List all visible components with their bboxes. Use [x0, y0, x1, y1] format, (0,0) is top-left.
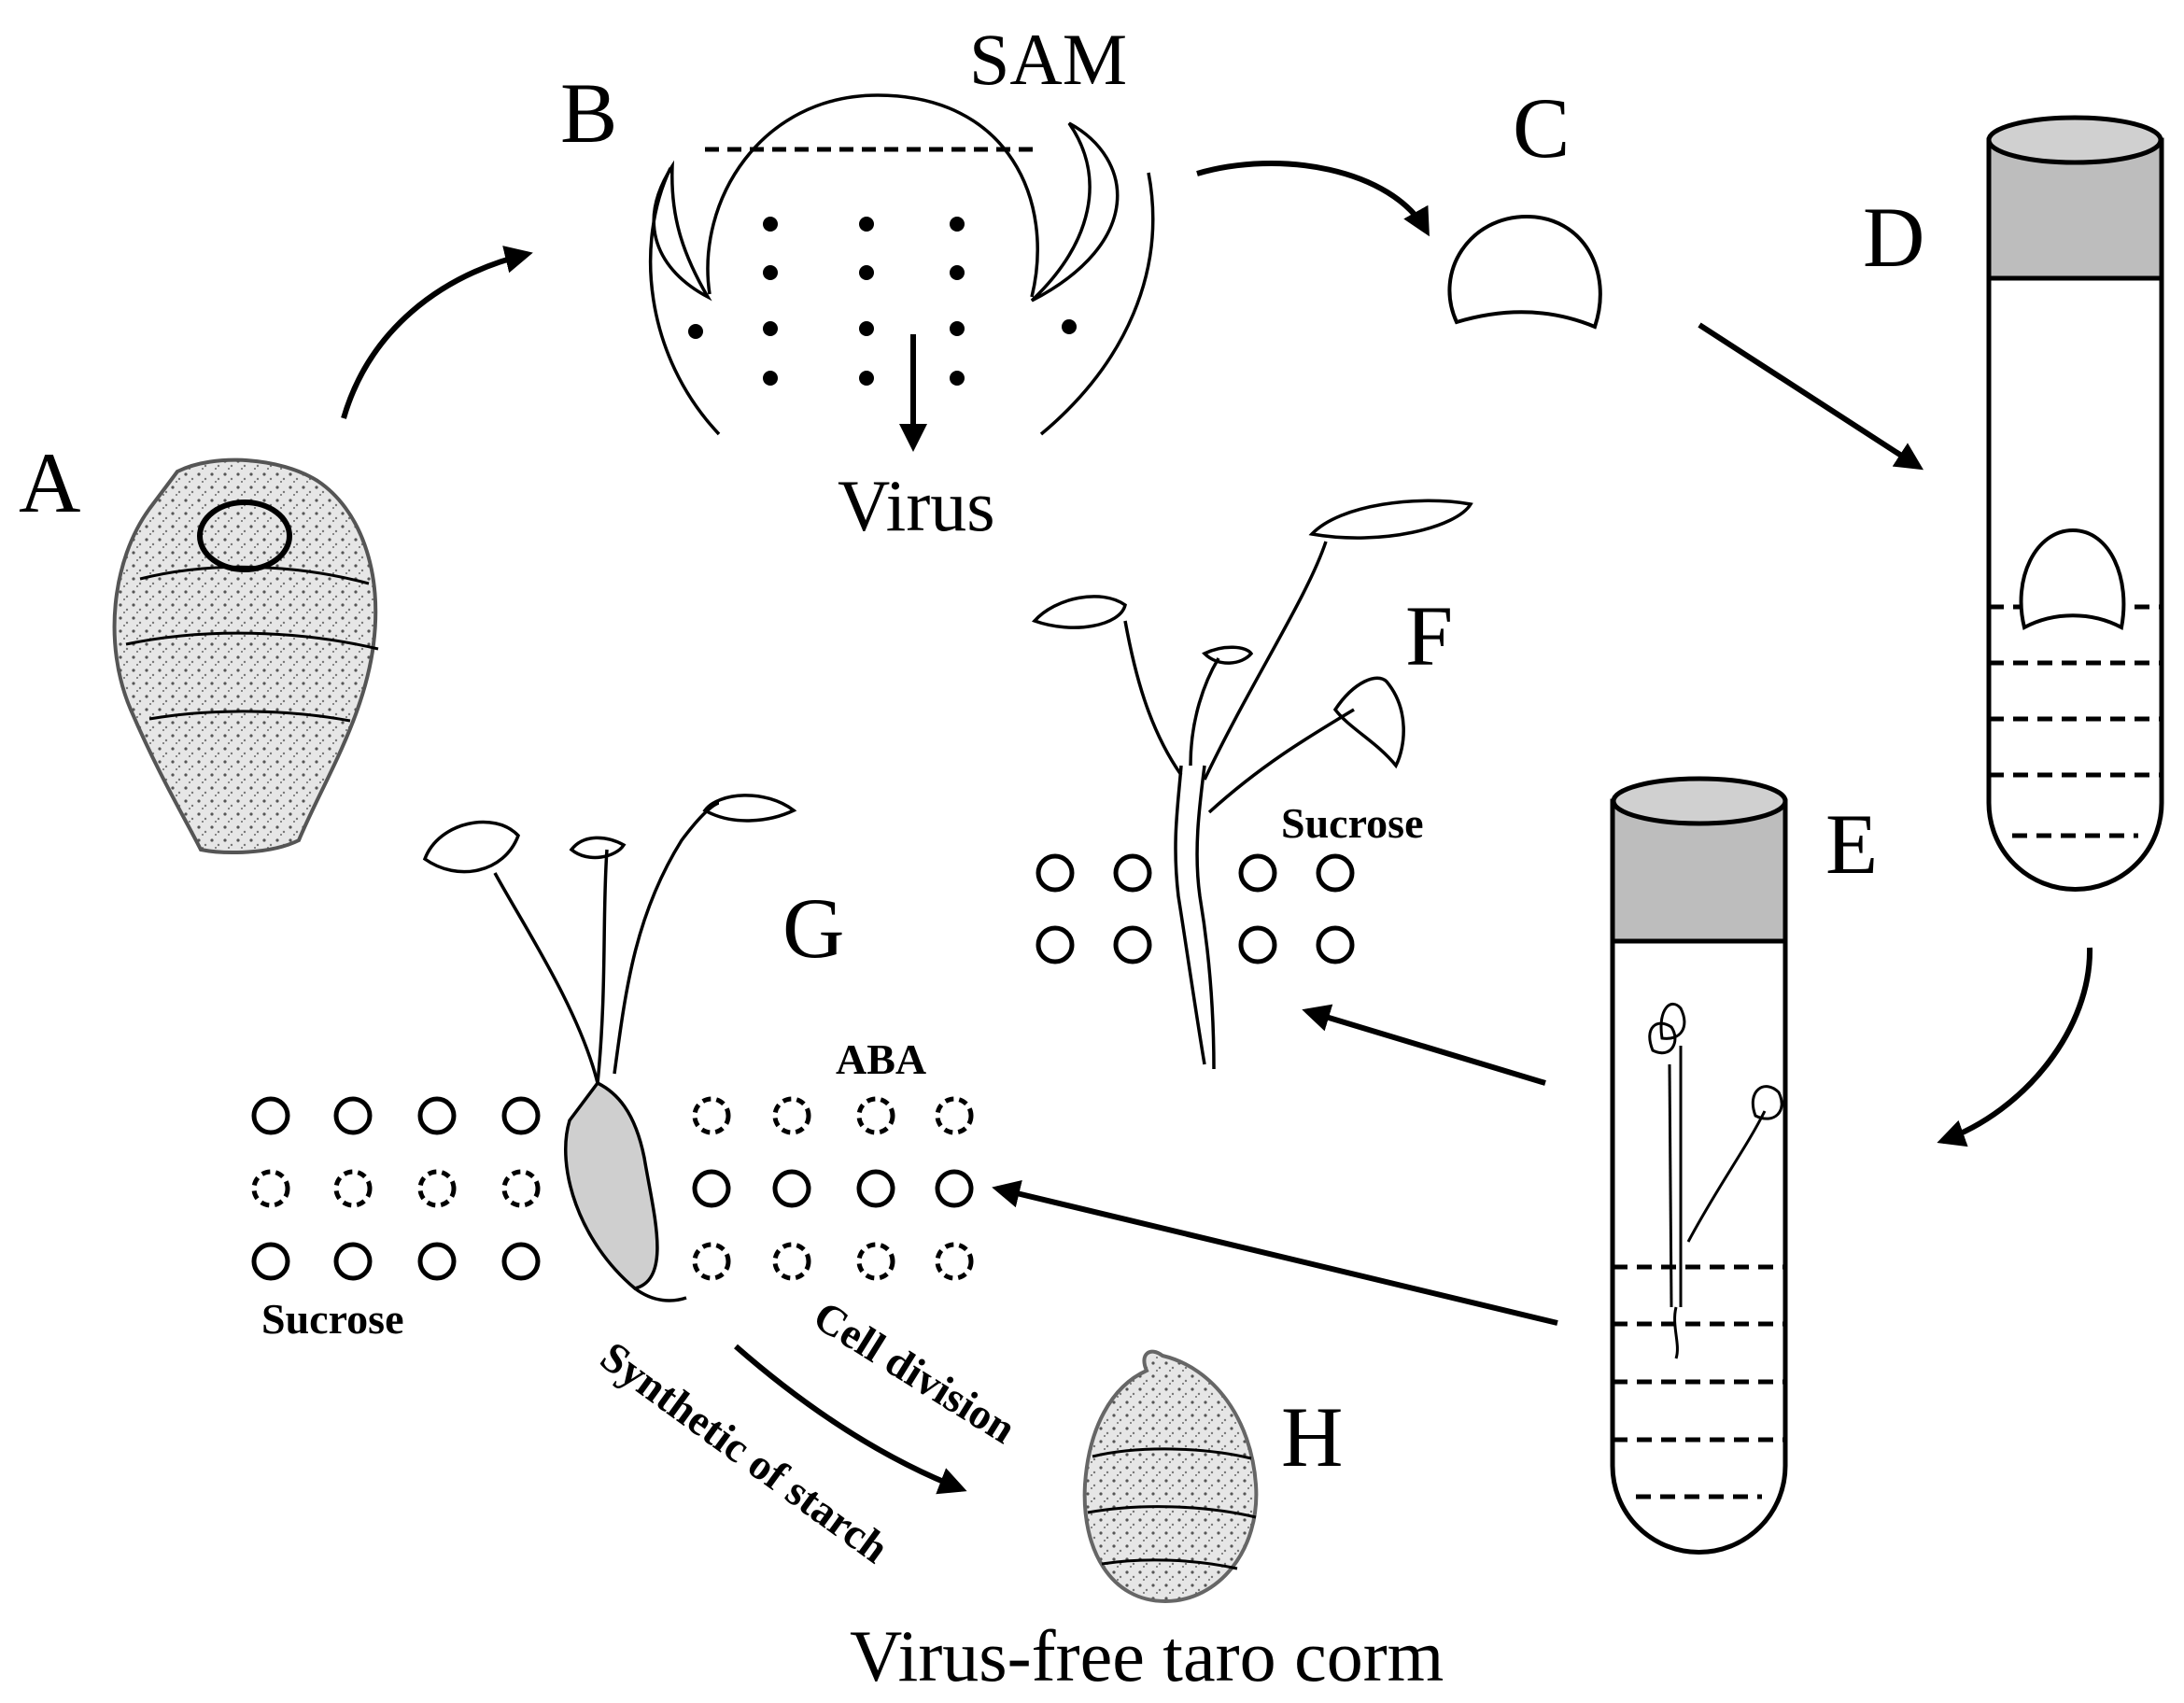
arrow-e-to-g: [992, 1180, 1558, 1326]
plantlet-f-drawing: [1031, 499, 1473, 1070]
leaf-f-2: [1202, 645, 1254, 665]
tube-d-medium-lines: [1989, 604, 2162, 838]
arrow-a-to-b: [341, 246, 533, 419]
panel-f-plantlet: F Sucrose: [1031, 499, 1473, 1070]
panel-e-plantlet-tube: E: [1610, 776, 1878, 1555]
corm-a-shape: [112, 457, 378, 854]
sucrose-label-g: Sucrose: [261, 1295, 404, 1343]
tube-d-explant: [2019, 528, 2126, 631]
virus-particles: [688, 217, 1077, 386]
panel-label-h: H: [1281, 1389, 1343, 1485]
aba-label: ABA: [836, 1035, 926, 1083]
arrow-g-to-h: [734, 1344, 967, 1495]
panel-h-corm: H: [1082, 1349, 1343, 1604]
panel-label-d: D: [1863, 190, 1924, 285]
sucrose-circles-g: [251, 1096, 974, 1281]
tube-e-cap: [1610, 798, 1788, 944]
sucrose-circles-f: [1036, 853, 1355, 964]
leaf-f-1: [1031, 595, 1127, 629]
panel-label-e: E: [1825, 796, 1878, 892]
right-leaf-primordium: [1030, 121, 1120, 303]
panel-b-meristem: B SAM Virus: [560, 19, 1155, 546]
cell-division-label: Cell division: [806, 1291, 1024, 1453]
aba-circles-g: [251, 1096, 974, 1281]
meristem-dome: [706, 93, 1039, 298]
panel-d-culture-tube: D: [1863, 115, 2164, 892]
arrow-d-to-e: [1937, 947, 2093, 1147]
panel-label-b: B: [560, 65, 617, 161]
arrow-b-to-c: [1196, 161, 1430, 237]
panel-label-f: F: [1405, 588, 1453, 683]
left-outer-leaf: [648, 167, 721, 436]
leaf-g-1: [422, 820, 521, 874]
virus-label: Virus: [838, 465, 995, 546]
tube-d-body: [1986, 278, 2164, 892]
tube-e-plantlet: [1648, 1003, 1783, 1359]
sucrose-label-f: Sucrose: [1281, 799, 1424, 847]
leaf-g-3: [702, 794, 797, 823]
panel-label-a: A: [19, 435, 80, 530]
leaf-g-2: [569, 836, 627, 860]
apical-bud-circle: [197, 500, 292, 572]
panel-label-g: G: [782, 880, 844, 976]
leaf-f-3: [1308, 499, 1473, 540]
panel-a-corm: [112, 457, 379, 854]
virus-free-caption: Virus-free taro corm: [850, 1615, 1444, 1696]
leaf-f-4: [1332, 676, 1405, 769]
right-outer-leaf: [1039, 172, 1155, 436]
arrow-e-to-f: [1302, 1004, 1546, 1086]
tube-e-medium-lines: [1613, 1264, 1785, 1499]
plantlet-g-drawing: [422, 794, 797, 1302]
panel-c-excised-tip: C: [1447, 80, 1602, 330]
arrow-c-to-d: [1698, 322, 1924, 471]
tube-e-body: [1610, 941, 1788, 1555]
corm-h-shape: [1082, 1349, 1259, 1604]
sam-label: SAM: [969, 19, 1127, 100]
panel-label-c: C: [1513, 80, 1570, 176]
excised-meristem-tip: [1447, 214, 1602, 330]
starch-synthesis-label: Synthetic of starch: [592, 1332, 897, 1572]
panel-g-plantlet: G ABA Sucrose: [251, 794, 974, 1343]
